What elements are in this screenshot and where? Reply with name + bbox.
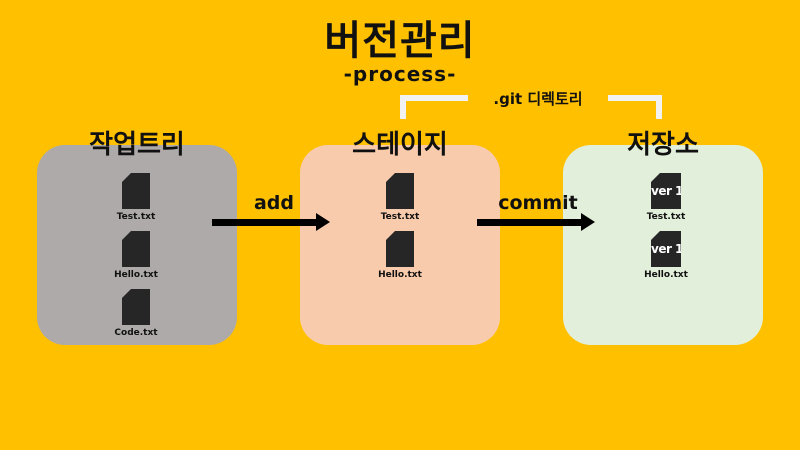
file-item: ver 1 Test.txt (636, 173, 696, 222)
diagram-subtitle: -process- (343, 62, 457, 86)
commit-arrow-line (477, 219, 583, 226)
file-name: Hello.txt (644, 270, 688, 280)
working-tree-panel: 작업트리 Test.txt Hello.txt Code.txt (37, 130, 237, 345)
document-icon: ver 1 (651, 173, 681, 209)
document-icon (122, 173, 150, 209)
file-item: Code.txt (106, 289, 166, 338)
file-name: Hello.txt (114, 270, 158, 280)
file-item: Hello.txt (106, 231, 166, 280)
working-tree-title: 작업트리 (89, 130, 185, 160)
staging-panel: 스테이지 Test.txt Hello.txt (300, 130, 500, 345)
file-name: Test.txt (380, 212, 420, 222)
git-directory-label: .git 디렉토리 (468, 86, 608, 112)
staging-title: 스테이지 (352, 130, 448, 160)
file-item: Test.txt (370, 173, 430, 222)
file-name: Test.txt (646, 212, 686, 222)
commit-arrow-label: commit (498, 192, 578, 214)
document-icon (122, 289, 150, 325)
diagram-title: 버전관리 (324, 18, 476, 64)
commit-arrow-head (581, 213, 595, 231)
file-name: Hello.txt (378, 270, 422, 280)
add-arrow-label: add (253, 192, 295, 214)
file-item: Test.txt (106, 173, 166, 222)
document-icon: ver 1 (651, 231, 681, 267)
document-icon (122, 231, 150, 267)
repository-panel: 저장소 ver 1 Test.txt ver 1 Hello.txt (563, 130, 763, 345)
file-name: Test.txt (116, 212, 156, 222)
repository-title: 저장소 (627, 130, 699, 160)
file-item: Hello.txt (370, 231, 430, 280)
document-icon (386, 231, 414, 267)
add-arrow-line (212, 219, 318, 226)
document-icon (386, 173, 414, 209)
add-arrow-head (316, 213, 330, 231)
file-item: ver 1 Hello.txt (636, 231, 696, 280)
file-name: Code.txt (114, 328, 158, 338)
